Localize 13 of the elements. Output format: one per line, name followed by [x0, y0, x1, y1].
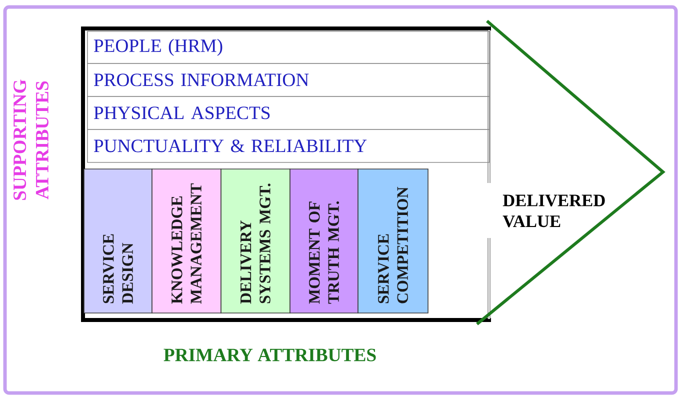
attribute-bar: DELIVERY SYSTEMS MGT.: [220, 168, 290, 314]
bottom-heading: PRIMARY ATTRIBUTES: [164, 348, 376, 362]
attribute-bar: KNOWLEDGE MANAGEMENT: [152, 168, 222, 314]
attribute-bar: SERVICE DESIGN: [84, 168, 152, 314]
table-row: PROCESS INFORMATION: [87, 63, 490, 97]
attribute-bar: SERVICE COMPETITION: [358, 168, 428, 314]
attribute-bar: MOMENT OF TRUTH MGT.: [290, 168, 358, 314]
table-frame: [81, 26, 491, 322]
table-row: PHYSICAL ASPECTS: [87, 96, 490, 130]
side-heading: SUPPORTING ATTRIBUTES: [14, 80, 48, 200]
chevron: DELIVERED VALUE: [476, 20, 666, 326]
table-row: PEOPLE (HRM): [87, 31, 490, 64]
table-row: PUNCTUALITY & RELIABILITY: [87, 129, 490, 163]
